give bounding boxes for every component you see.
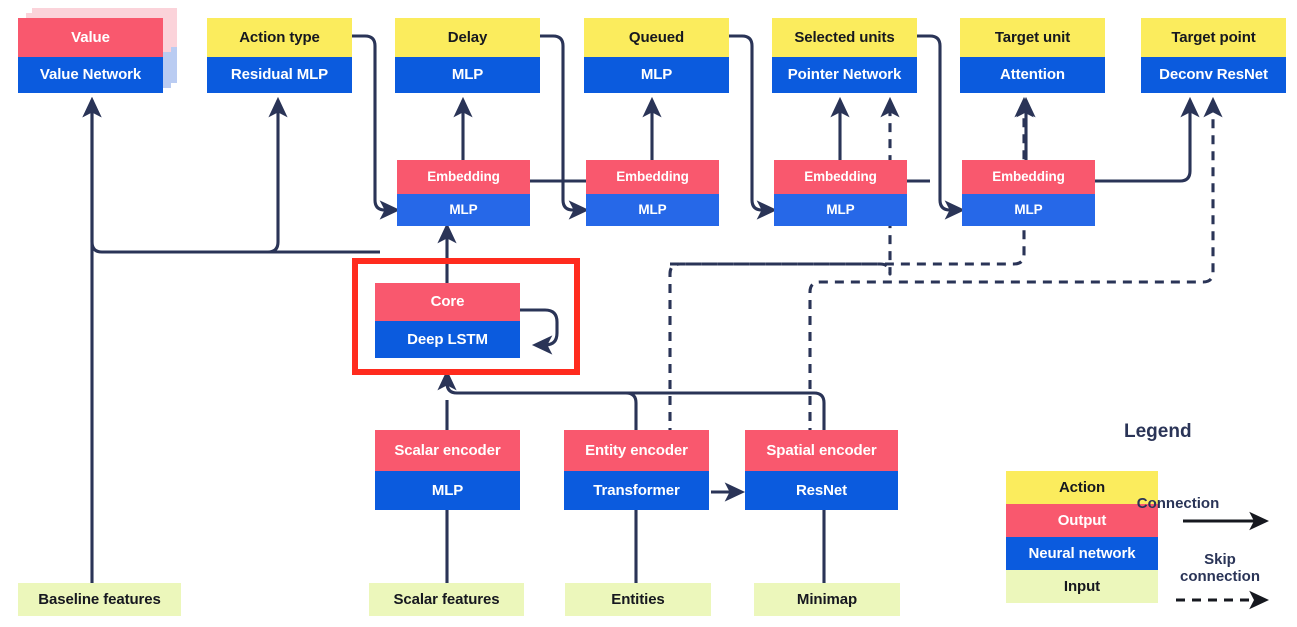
legend-swatch-input: Input [1006,570,1158,603]
node-embedding-delay-bottom-label: MLP [397,194,530,226]
wire-core-bus-to-value [82,96,380,254]
node-queued-bottom-label: MLP [584,57,729,93]
node-embedding-queued[interactable]: Embedding MLP [586,160,719,226]
node-selected-units-top-label: Selected units [772,18,917,57]
skip-entity-encoder-to-selected-units [668,96,1034,437]
wire-embedding-bus-to-target-point [1093,96,1200,183]
wire-selected-units-to-emb-target-unit [917,34,966,220]
legend-title: Legend [1124,421,1192,442]
node-embedding-target-unit-bottom-label: MLP [962,194,1095,226]
node-input-scalar-features-label: Scalar features [369,583,524,616]
wire-action-type-to-emb-delay [352,34,401,220]
node-target-point-top-label: Target point [1141,18,1286,57]
legend-connection-label: Connection [1136,495,1220,512]
wire-spatial-encoder-to-core-bus [457,391,826,430]
node-spatial-encoder-top-label: Spatial encoder [745,430,898,471]
node-target-unit-top-label: Target unit [960,18,1105,57]
node-input-minimap-label: Minimap [754,583,900,616]
node-delay[interactable]: Delay MLP [395,18,540,93]
node-embedding-queued-top-label: Embedding [586,160,719,194]
node-value-bottom-label: Value Network [18,57,163,93]
node-entity-encoder-top-label: Entity encoder [564,430,709,471]
node-queued-top-label: Queued [584,18,729,57]
node-value-top-label: Value [18,18,163,57]
node-selected-units-bottom-label: Pointer Network [772,57,917,93]
node-action-type-top-label: Action type [207,18,352,57]
node-scalar-encoder[interactable]: Scalar encoder MLP [375,430,520,510]
node-core-bottom-label: Deep LSTM [375,321,520,358]
wire-queued-to-emb-selected [729,34,778,220]
legend-swatch-output: Output [1006,504,1158,537]
node-spatial-encoder[interactable]: Spatial encoder ResNet [745,430,898,510]
node-entity-encoder-bottom-label: Transformer [564,471,709,510]
node-input-baseline-features[interactable]: Baseline features [18,583,181,616]
node-input-scalar-features[interactable]: Scalar features [369,583,524,616]
node-target-point[interactable]: Target point Deconv ResNet [1141,18,1286,93]
node-target-unit[interactable]: Target unit Attention [960,18,1105,93]
node-core[interactable]: Core Deep LSTM [375,283,520,358]
legend-swatch-action: Action [1006,471,1158,504]
node-core-top-label: Core [375,283,520,321]
wire-entity-encoder-to-core-bus [437,369,638,430]
node-embedding-queued-bottom-label: MLP [586,194,719,226]
node-target-unit-bottom-label: Attention [960,57,1105,93]
node-embedding-target-unit-top-label: Embedding [962,160,1095,194]
node-target-point-bottom-label: Deconv ResNet [1141,57,1286,93]
wire-core-bus-to-action-type [266,96,380,254]
node-embedding-selected-units[interactable]: Embedding MLP [774,160,907,226]
node-value[interactable]: Value Value Network [18,18,163,93]
node-action-type-bottom-label: Residual MLP [207,57,352,93]
legend-swatch-neural-network: Neural network [1006,537,1158,570]
node-entity-encoder[interactable]: Entity encoder Transformer [564,430,709,510]
node-embedding-delay[interactable]: Embedding MLP [397,160,530,226]
wire-delay-to-emb-queued [540,34,590,220]
core-highlight-box [352,258,580,375]
node-input-minimap[interactable]: Minimap [754,583,900,616]
legend-skip-connection-label: Skip connection [1179,551,1261,586]
node-queued[interactable]: Queued MLP [584,18,729,93]
node-scalar-encoder-bottom-label: MLP [375,471,520,510]
skip-spatial-encoder-to-target-point [808,96,1223,437]
node-input-entities-label: Entities [565,583,711,616]
node-scalar-encoder-top-label: Scalar encoder [375,430,520,471]
node-embedding-selected-units-top-label: Embedding [774,160,907,194]
node-embedding-target-unit[interactable]: Embedding MLP [962,160,1095,226]
node-action-type[interactable]: Action type Residual MLP [207,18,352,93]
node-spatial-encoder-bottom-label: ResNet [745,471,898,510]
node-delay-top-label: Delay [395,18,540,57]
node-input-baseline-features-label: Baseline features [18,583,181,616]
node-input-entities[interactable]: Entities [565,583,711,616]
node-embedding-delay-top-label: Embedding [397,160,530,194]
node-embedding-selected-units-bottom-label: MLP [774,194,907,226]
node-delay-bottom-label: MLP [395,57,540,93]
legend-swatch-stack: Action Output Neural network Input [1006,471,1158,603]
node-selected-units[interactable]: Selected units Pointer Network [772,18,917,93]
